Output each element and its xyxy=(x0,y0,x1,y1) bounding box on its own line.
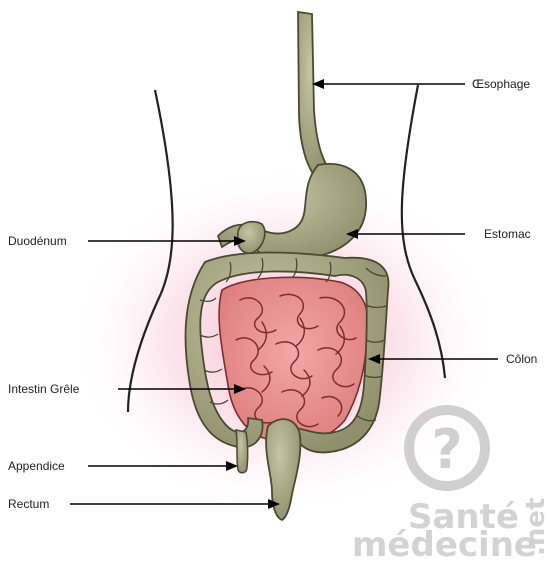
label-intestin-grele: Intestin Grêle xyxy=(8,382,80,396)
watermark-line2: médecine xyxy=(352,525,537,564)
oesophagus-shape xyxy=(298,12,330,178)
small-intestine-shape xyxy=(219,277,368,443)
watermark-logo-glyph: ? xyxy=(431,418,462,481)
label-colon: Côlon xyxy=(506,352,537,366)
label-duodenum: Duodénum xyxy=(8,234,67,248)
label-appendice: Appendice xyxy=(8,459,65,473)
label-estomac: Estomac xyxy=(484,227,531,241)
watermark-suffix: .net xyxy=(521,498,549,556)
label-rectum: Rectum xyxy=(8,497,49,511)
appendix-shape xyxy=(236,430,248,473)
label-oesophage: Œsophage xyxy=(472,77,530,91)
